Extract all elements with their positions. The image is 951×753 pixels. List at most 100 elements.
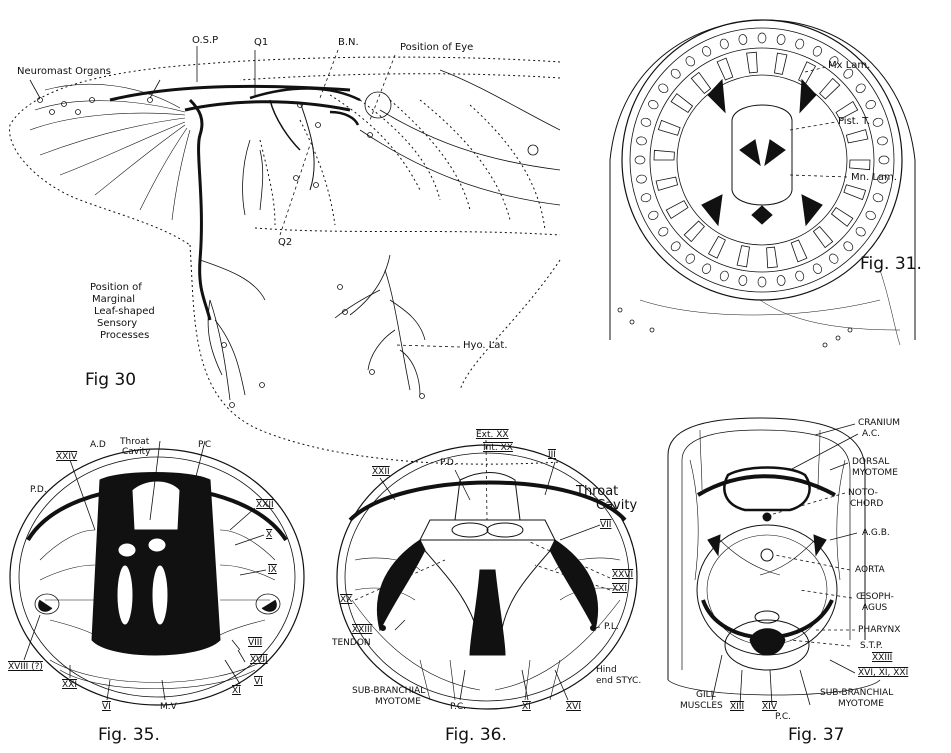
fig31-ring-cell bbox=[794, 270, 805, 282]
fig37-label-gill-2: MUSCLES bbox=[680, 701, 723, 711]
fig37-drawing bbox=[668, 418, 880, 705]
fig37-label-ac: A.C. bbox=[862, 429, 880, 439]
fig31-ring-cell bbox=[877, 136, 888, 145]
fig36-label-iii: III bbox=[548, 450, 556, 460]
fig37-label-noto-2: CHORD bbox=[850, 499, 883, 509]
fig30-drawing bbox=[10, 46, 560, 464]
fig31-lamina-tooth bbox=[747, 52, 758, 73]
fig36-label-xxvi: XXVI bbox=[612, 570, 633, 580]
fig35-label-mv: M.V bbox=[160, 702, 177, 712]
fig35-label-xxi: XXI bbox=[62, 680, 77, 690]
fig31-ring-cell bbox=[684, 55, 696, 68]
fig36-label-xxi: XXI bbox=[612, 584, 627, 594]
fig31-ring-cell bbox=[669, 240, 682, 253]
fig37-label-xxiii: XXIII bbox=[872, 653, 892, 663]
fig36-label-tendon: TENDON bbox=[332, 638, 371, 648]
fig37-label-gill-1: GILL bbox=[696, 690, 716, 700]
fig35-label-pc: P.C bbox=[198, 440, 211, 450]
fig36-label-vii: VII bbox=[600, 520, 611, 530]
fig30-label-marginal-2: Marginal bbox=[92, 294, 135, 305]
fig37-label-pharynx: PHARYNX bbox=[858, 625, 900, 635]
fig31-ring-cell bbox=[657, 82, 670, 94]
fig30-label-q2: Q2 bbox=[278, 237, 292, 248]
fig36-label-pl: P.L. bbox=[604, 622, 619, 632]
fig36-label-hind-1: Hind bbox=[596, 665, 617, 675]
fig31-lamina-tooth bbox=[832, 208, 853, 227]
fig31-label-mx-lam: Mx Lam. bbox=[828, 60, 870, 71]
fig31-ring-cell bbox=[758, 33, 766, 43]
fig36-label-pd: P.D. bbox=[440, 458, 457, 468]
fig37-label-dorsal-1: DORSAL bbox=[852, 457, 889, 467]
fig37-label-cranium: CRANIUM bbox=[858, 418, 900, 428]
fig31-label-mn-lam: Mn. Lam. bbox=[851, 172, 897, 183]
fig31-lamina-tooth bbox=[684, 221, 704, 242]
fig37-label-agb: A.G.B. bbox=[862, 528, 890, 538]
fig35-label-viii: VIII bbox=[248, 638, 262, 648]
fig36-drawing bbox=[337, 440, 637, 709]
fig31-ring-cell bbox=[864, 99, 877, 111]
fig31-lamina-tooth bbox=[820, 78, 840, 99]
fig37-label-xiv: XIV bbox=[762, 702, 777, 712]
fig36-label-throat-1: Throat bbox=[576, 485, 618, 499]
fig36-caption: Fig. 36. bbox=[445, 725, 507, 745]
fig31-lamina-tooth bbox=[737, 246, 749, 267]
fig31-lamina-tooth bbox=[691, 72, 710, 93]
fig31-ring-cell bbox=[701, 45, 713, 58]
fig31-lamina-tooth bbox=[844, 185, 866, 200]
fig35-drawing bbox=[10, 441, 304, 705]
fig36-label-sub-branchial-2: MYOTOME bbox=[375, 697, 421, 707]
fig36-label-throat-2: Cavity bbox=[596, 499, 637, 513]
fig31-ring-cell bbox=[776, 34, 785, 45]
fig35-caption: Fig. 35. bbox=[98, 725, 160, 745]
fig36-label-int-xx: Int. XX bbox=[483, 443, 513, 453]
fig31-ring-cell bbox=[669, 67, 682, 80]
fig31-ring-cell bbox=[719, 270, 730, 282]
fig31-lamina-tooth bbox=[717, 58, 733, 80]
fig37-label-pc: P.C. bbox=[775, 712, 791, 722]
fig31-ring-cell bbox=[647, 99, 660, 111]
fig31-lamina-tooth bbox=[846, 130, 868, 143]
fig36-label-xxii: XXII bbox=[372, 467, 390, 477]
fig36-label-sub-branchial-1: SUB-BRANCHIAL bbox=[352, 686, 425, 696]
fig35-label-pd: P.D. bbox=[30, 485, 47, 495]
fig31-lamina-tooth bbox=[654, 150, 674, 160]
fig31-ring-cell bbox=[854, 82, 867, 94]
fig30-label-marginal-3: Leaf-shaped bbox=[94, 306, 155, 317]
fig35-label-xxii: XXII bbox=[256, 500, 274, 510]
fig35-label-ix: IX bbox=[268, 565, 277, 575]
fig31-ring-cell bbox=[636, 136, 647, 145]
fig31-ring-cell bbox=[647, 210, 660, 222]
fig31-ring-cell bbox=[812, 45, 824, 58]
fig31-lamina-tooth bbox=[666, 201, 688, 219]
fig30-label-bn: B.N. bbox=[338, 37, 359, 48]
fig31-ring-cell bbox=[872, 117, 884, 128]
fig35-label-vi-bottom: VI bbox=[102, 702, 111, 712]
fig36-label-xi: XI bbox=[522, 702, 531, 712]
fig31-ring-cell bbox=[864, 210, 877, 222]
fig36-label-xvi: XVI bbox=[566, 702, 581, 712]
fig31-ring-cell bbox=[684, 252, 696, 265]
fig31-ring-cell bbox=[879, 156, 889, 164]
fig30-label-marginal-1: Position of bbox=[90, 282, 142, 293]
fig35-label-xi: XI bbox=[232, 686, 241, 696]
fig31-ring-cell bbox=[828, 252, 840, 265]
fig31-ring-cell bbox=[842, 240, 855, 253]
fig31-lamina-tooth bbox=[709, 236, 726, 258]
fig35-label-xviii: XVIII (?) bbox=[8, 662, 43, 672]
fig31-ring-cell bbox=[794, 38, 805, 50]
fig31-lamina-tooth bbox=[791, 240, 807, 262]
fig37-label-stp: S.T.P. bbox=[860, 641, 883, 651]
fig36-label-hind-2: end STYC. bbox=[596, 676, 641, 686]
fig37-label-aorta: AORTA bbox=[855, 565, 885, 575]
fig37-label-oesophagus-1: ŒSOPH- bbox=[856, 592, 894, 602]
fig35-label-throat-2: Cavity bbox=[122, 447, 150, 457]
fig36-label-xxiii: XXIII bbox=[352, 625, 372, 635]
fig31-ring-cell bbox=[719, 38, 730, 50]
fig35-label-throat-1: Throat bbox=[120, 437, 149, 447]
fig31-ring-cell bbox=[872, 192, 884, 203]
fig37-label-xvi-xi-xxi: XVI, XI, XXI bbox=[858, 668, 908, 678]
fig30-label-marginal-4: Sensory bbox=[97, 318, 137, 329]
fig36-label-pc: P.C. bbox=[450, 702, 466, 712]
fig31-label-pist-t: Pist. T. bbox=[838, 116, 870, 127]
